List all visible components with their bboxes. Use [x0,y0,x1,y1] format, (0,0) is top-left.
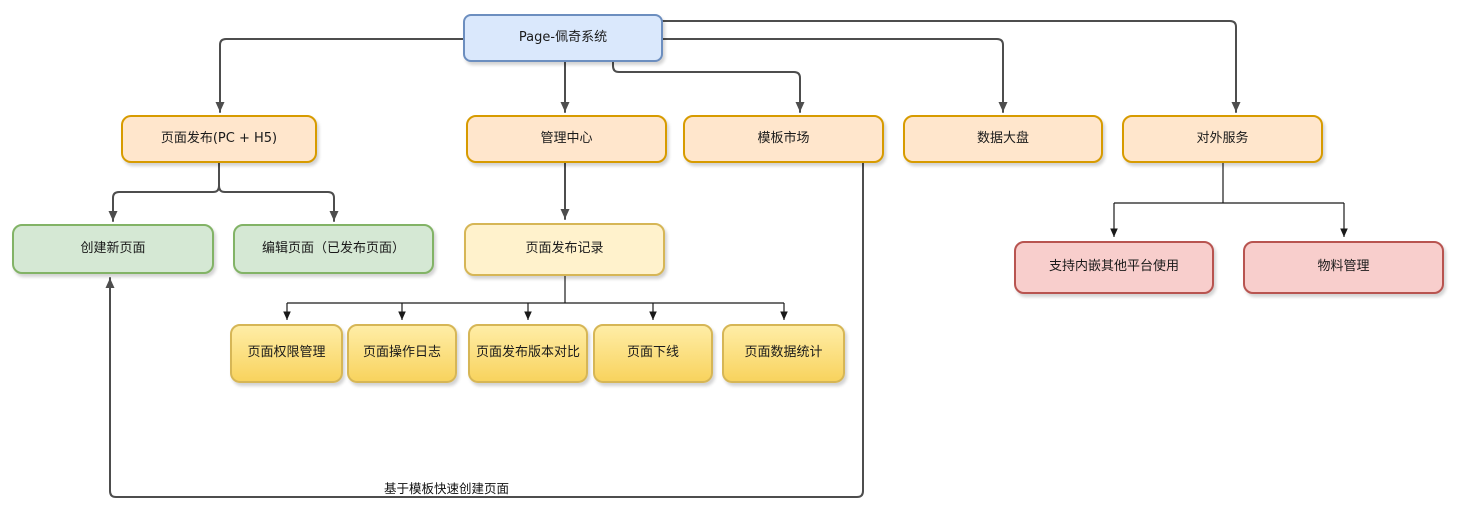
node-permission-mgmt-label: 页面权限管理 [247,345,326,361]
node-data-stats-label: 页面数据统计 [744,345,823,361]
node-publish-records-label: 页面发布记录 [525,241,604,257]
node-operation-log-label: 页面操作日志 [362,345,441,361]
node-edit-page-label: 编辑页面（已发布页面） [261,240,405,256]
node-template-market[interactable]: 模板市场 [683,115,884,163]
node-version-diff-label: 页面发布版本对比 [476,345,581,361]
node-data-dashboard[interactable]: 数据大盘 [903,115,1103,163]
node-data-dashboard-label: 数据大盘 [976,130,1029,146]
node-operation-log[interactable]: 页面操作日志 [347,324,457,383]
node-external-service[interactable]: 对外服务 [1122,115,1323,163]
node-embed-support-label: 支持内嵌其他平台使用 [1048,259,1179,275]
node-data-stats[interactable]: 页面数据统计 [722,324,845,383]
node-permission-mgmt[interactable]: 页面权限管理 [230,324,343,383]
node-material-mgmt[interactable]: 物料管理 [1243,241,1444,294]
node-create-page-label: 创建新页面 [80,240,146,256]
node-external-service-label: 对外服务 [1196,130,1249,146]
node-admin-center-label: 管理中心 [540,130,593,146]
node-material-mgmt-label: 物料管理 [1317,259,1370,275]
node-publish-records[interactable]: 页面发布记录 [464,223,665,276]
node-embed-support[interactable]: 支持内嵌其他平台使用 [1014,241,1214,294]
node-edit-page[interactable]: 编辑页面（已发布页面） [233,224,434,274]
node-admin-center[interactable]: 管理中心 [466,115,667,163]
node-page-publish-label: 页面发布(PC + H5) [160,130,278,146]
node-page-offline-label: 页面下线 [626,345,679,361]
node-page-offline[interactable]: 页面下线 [593,324,713,383]
node-root-system-label: Page-佩奇系统 [518,29,608,45]
node-version-diff[interactable]: 页面发布版本对比 [468,324,588,383]
node-root-system[interactable]: Page-佩奇系统 [463,14,663,62]
edge-label-template-to-create: 基于模板快速创建页面 [384,481,510,496]
node-page-publish[interactable]: 页面发布(PC + H5) [121,115,317,163]
node-create-page[interactable]: 创建新页面 [12,224,214,274]
node-template-market-label: 模板市场 [757,130,810,146]
